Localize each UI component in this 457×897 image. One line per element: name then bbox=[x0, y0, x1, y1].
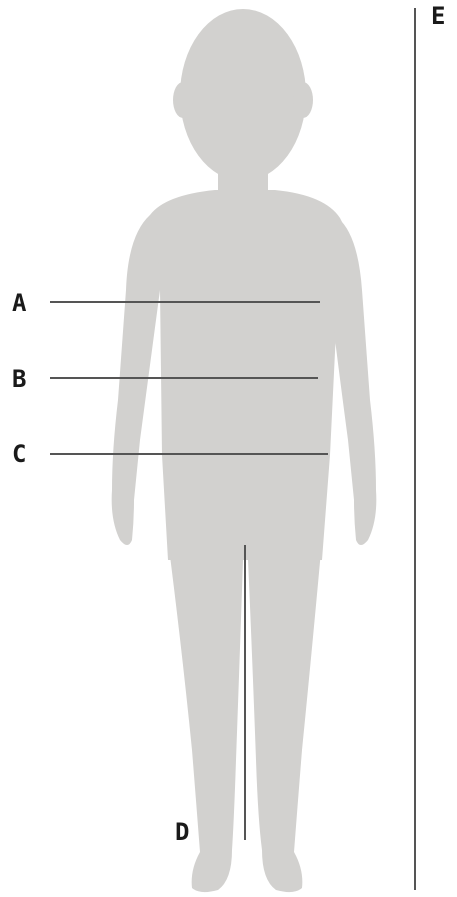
label-c: C bbox=[12, 442, 26, 466]
label-b: B bbox=[12, 367, 26, 391]
silhouette-right-ear bbox=[293, 82, 313, 118]
silhouette-right-leg bbox=[243, 540, 322, 892]
label-e: E bbox=[431, 4, 445, 28]
label-a: A bbox=[12, 291, 26, 315]
label-d: D bbox=[175, 820, 189, 844]
silhouette-left-ear bbox=[173, 82, 193, 118]
silhouette-head bbox=[180, 9, 306, 181]
silhouette-right-arm bbox=[330, 218, 376, 545]
silhouette-left-arm bbox=[112, 215, 160, 545]
silhouette-torso bbox=[141, 190, 350, 560]
